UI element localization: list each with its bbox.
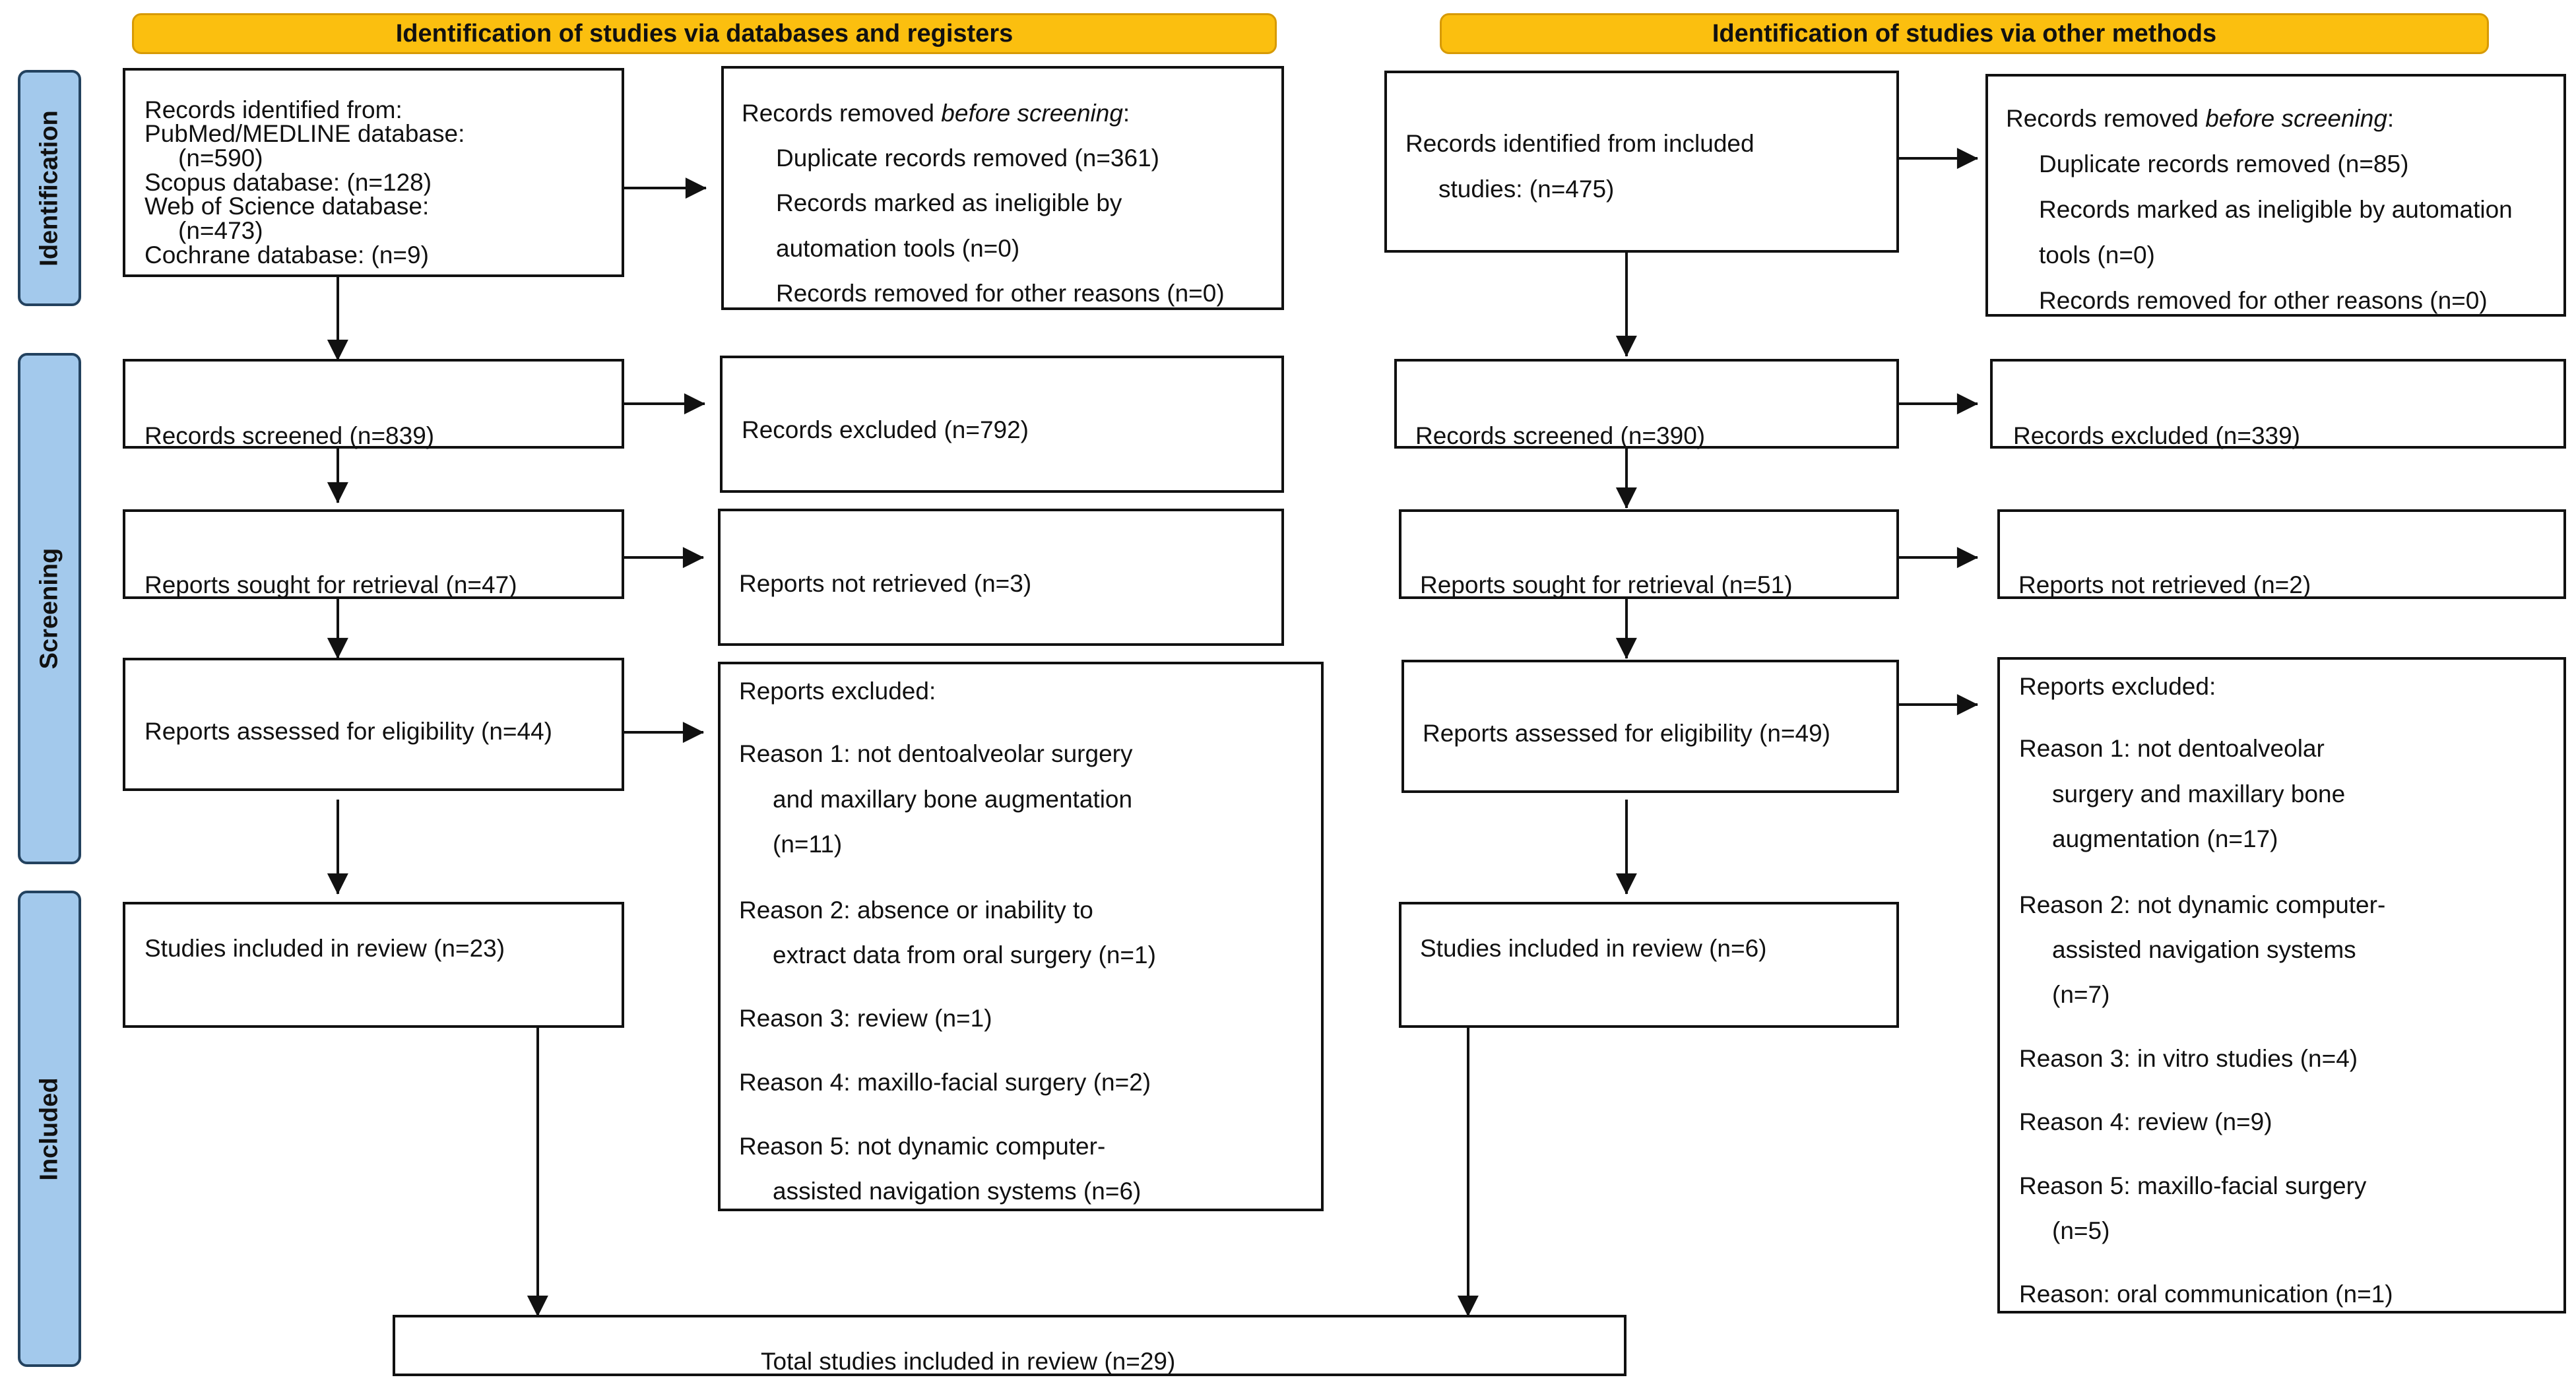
box-db-studies-included: Studies included in review (n=23) [123, 902, 624, 1028]
total-included-text: Total studies included in review (n=29) [761, 1348, 1176, 1375]
db-excluded-text: Records excluded (n=792) [742, 416, 1029, 443]
db-reports-excluded-line: Reason 4: maxillo-facial surgery (n=2) [739, 1069, 1151, 1096]
db-reports-excluded-line: and maxillary bone augmentation [773, 786, 1133, 813]
om-screened-text: Records screened (n=390) [1415, 422, 1706, 449]
db-removed-line: automation tools (n=0) [776, 235, 1020, 262]
db-identified-line: Cochrane database: (n=9) [145, 241, 429, 269]
om-reports-excluded-line: surgery and maxillary bone [2052, 780, 2346, 807]
db-reports-excluded-line: extract data from oral surgery (n=1) [773, 941, 1156, 968]
phase-identification-label: Identification [18, 70, 81, 306]
db-reports-excluded-line: Reason 5: not dynamic computer- [739, 1133, 1106, 1160]
om-reports-excluded-line: (n=5) [2052, 1217, 2110, 1244]
box-om-reports-excluded: Reports excluded: Reason 1: not dentoalv… [1997, 657, 2566, 1313]
om-removed-line: Records marked as ineligible by automati… [2039, 196, 2513, 223]
db-reports-excluded-line: Reason 2: absence or inability to [739, 897, 1093, 924]
db-removed-line: Records removed for other reasons (n=0) [776, 280, 1225, 307]
om-identified-line: Records identified from included [1405, 130, 1755, 157]
om-not-retrieved-text: Reports not retrieved (n=2) [2018, 571, 2311, 598]
db-identified-line: (n=473) [178, 217, 263, 244]
db-not-retrieved-text: Reports not retrieved (n=3) [739, 570, 1032, 597]
box-db-reports-sought: Reports sought for retrieval (n=47) [123, 509, 624, 599]
box-db-records-excluded: Records excluded (n=792) [720, 356, 1284, 493]
om-removed-line: tools (n=0) [2039, 241, 2155, 269]
header-other-methods: Identification of studies via other meth… [1440, 13, 2489, 54]
box-db-reports-not-retrieved: Reports not retrieved (n=3) [718, 509, 1284, 646]
box-db-reports-assessed: Reports assessed for eligibility (n=44) [123, 658, 624, 791]
om-reports-excluded-line: Reason 1: not dentoalveolar [2019, 735, 2325, 762]
db-reports-excluded-line: Reason 3: review (n=1) [739, 1005, 992, 1032]
box-om-reports-sought: Reports sought for retrieval (n=51) [1399, 509, 1899, 599]
om-reports-excluded-line: augmentation (n=17) [2052, 825, 2278, 852]
om-reports-excluded-line: Reason 2: not dynamic computer- [2019, 891, 2386, 918]
om-excluded-text: Records excluded (n=339) [2013, 422, 2301, 449]
om-removed-title: Records removed before screening: [2006, 105, 2395, 132]
db-removed-line: Records marked as ineligible by [776, 189, 1122, 216]
om-included-text: Studies included in review (n=6) [1420, 935, 1767, 962]
box-om-reports-assessed: Reports assessed for eligibility (n=49) [1401, 660, 1899, 793]
om-reports-excluded-line: Reason 5: maxillo-facial surgery [2019, 1172, 2367, 1199]
db-reports-excluded-line: (n=11) [773, 831, 843, 858]
box-total-included: Total studies included in review (n=29) [393, 1315, 1626, 1376]
db-identified-line: PubMed/MEDLINE database: [145, 120, 465, 147]
box-om-records-identified: Records identified from included studies… [1384, 71, 1899, 253]
phase-screening-label: Screening [18, 353, 81, 864]
om-removed-line: Records removed for other reasons (n=0) [2039, 287, 2488, 314]
om-reports-excluded-line: Reason: oral communication (n=1) [2019, 1281, 2393, 1308]
header-databases-registers: Identification of studies via databases … [132, 13, 1277, 54]
db-identified-line: Web of Science database: [145, 193, 430, 220]
box-om-reports-not-retrieved: Reports not retrieved (n=2) [1997, 509, 2566, 599]
phase-included-label: Included [18, 891, 81, 1367]
box-om-records-screened: Records screened (n=390) [1394, 359, 1899, 449]
db-identified-line: (n=590) [178, 144, 263, 172]
db-removed-line: Duplicate records removed (n=361) [776, 144, 1159, 172]
box-db-records-removed: Records removed before screening: Duplic… [721, 66, 1284, 310]
om-assessed-text: Reports assessed for eligibility (n=49) [1423, 720, 1830, 747]
box-db-reports-excluded: Reports excluded: Reason 1: not dentoalv… [718, 662, 1324, 1211]
db-reports-excluded-line: Reason 1: not dentoalveolar surgery [739, 740, 1133, 767]
om-reports-excluded-line: (n=7) [2052, 981, 2110, 1008]
box-om-records-excluded: Records excluded (n=339) [1990, 359, 2566, 449]
db-reports-excluded-line: Reports excluded: [739, 678, 936, 705]
om-reports-excluded-line: Reports excluded: [2019, 673, 2216, 700]
om-identified-line: studies: (n=475) [1438, 175, 1615, 203]
box-db-records-screened: Records screened (n=839) [123, 359, 624, 449]
db-reports-excluded-line: assisted navigation systems (n=6) [773, 1178, 1142, 1205]
box-om-records-removed: Records removed before screening: Duplic… [1985, 74, 2566, 317]
om-sought-text: Reports sought for retrieval (n=51) [1420, 571, 1793, 598]
db-identified-line: Records identified from: [145, 96, 402, 123]
db-identified-line: Scopus database: (n=128) [145, 169, 432, 196]
box-om-studies-included: Studies included in review (n=6) [1399, 902, 1899, 1028]
db-removed-title: Records removed before screening: [742, 100, 1130, 127]
db-sought-text: Reports sought for retrieval (n=47) [145, 571, 517, 598]
db-screened-text: Records screened (n=839) [145, 422, 435, 449]
om-reports-excluded-line: Reason 4: review (n=9) [2019, 1108, 2272, 1135]
om-removed-line: Duplicate records removed (n=85) [2039, 150, 2409, 177]
db-assessed-text: Reports assessed for eligibility (n=44) [145, 718, 552, 745]
om-reports-excluded-line: Reason 3: in vitro studies (n=4) [2019, 1045, 2358, 1072]
db-included-text: Studies included in review (n=23) [145, 935, 505, 962]
box-db-records-identified: Records identified from: PubMed/MEDLINE … [123, 68, 624, 277]
om-reports-excluded-line: assisted navigation systems [2052, 936, 2356, 963]
